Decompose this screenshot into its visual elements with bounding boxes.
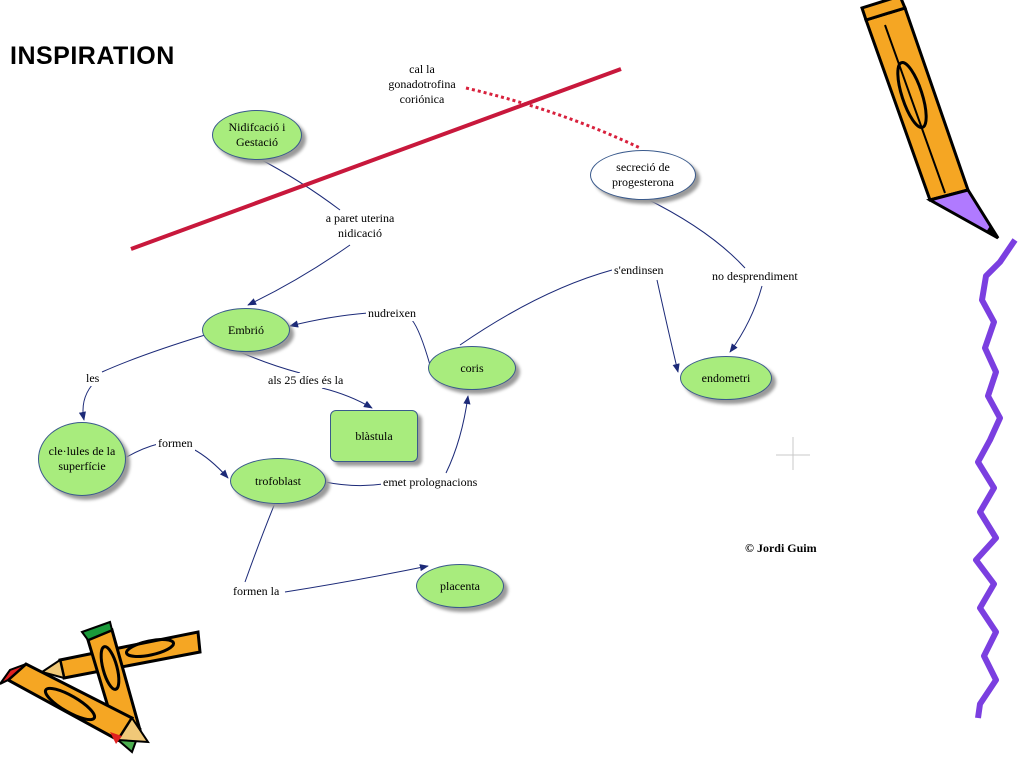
connector-line xyxy=(411,319,431,366)
connector-line xyxy=(459,269,613,346)
node-nidificacio[interactable]: Nidifcació i Gestació xyxy=(212,110,302,160)
node-trofoblast[interactable]: trofoblast xyxy=(230,458,326,504)
connector-line xyxy=(124,443,159,459)
link-label-les: les xyxy=(84,371,102,386)
node-label: Nidifcació i Gestació xyxy=(228,120,286,149)
pencil-clipart-icon xyxy=(860,0,1000,240)
node-embrio[interactable]: Embrió xyxy=(202,308,290,352)
crossed-pencils-clipart-icon xyxy=(0,620,202,754)
node-placenta[interactable]: placenta xyxy=(416,564,504,608)
node-label: placenta xyxy=(440,578,480,593)
node-label: blàstula xyxy=(355,428,393,443)
connector-line xyxy=(656,279,680,373)
node-celules[interactable]: cle·lules de la superfície xyxy=(38,422,126,496)
connector-line xyxy=(192,448,229,479)
copyright-text: © Jordi Guim xyxy=(745,541,817,555)
node-label: cle·lules de la superfície xyxy=(48,444,116,473)
connector-line xyxy=(644,197,746,269)
node-label: coris xyxy=(460,360,484,375)
link-label-sendinsen: s'endinsen xyxy=(612,263,666,278)
crosshair-icon xyxy=(776,437,810,470)
dotted-connector xyxy=(465,86,641,150)
connector-line xyxy=(257,157,341,211)
node-label: endometri xyxy=(701,370,751,385)
connector-line xyxy=(445,395,471,474)
squiggle-border xyxy=(973,238,1018,719)
link-label-als-25: als 25 díes és la xyxy=(266,373,346,388)
link-label-formen: formen xyxy=(156,436,195,451)
link-label-cal-la: cal la gonadotrofina coriónica xyxy=(388,62,456,106)
node-label: trofoblast xyxy=(255,473,301,488)
node-label: secreció de progesterona xyxy=(612,160,674,189)
link-label-nudreixen: nudreixen xyxy=(366,306,418,321)
link-label-emet: emet prolognacions xyxy=(381,475,480,490)
page-title: INSPIRATION xyxy=(10,42,175,70)
connector-line xyxy=(321,387,373,409)
node-endometri[interactable]: endometri xyxy=(680,356,772,400)
node-secrecio[interactable]: secreció de progesterona xyxy=(590,150,696,200)
connector-line xyxy=(247,244,351,306)
link-label-no-desprendiment: no desprendiment xyxy=(710,269,800,284)
strike-line xyxy=(130,67,622,251)
connector-line xyxy=(78,384,93,421)
connector-line xyxy=(239,351,301,374)
connector-line xyxy=(729,285,763,353)
connector-line xyxy=(289,312,369,328)
link-label-formen-la: formen la xyxy=(231,584,282,599)
connector-line xyxy=(324,481,384,487)
connector-line xyxy=(244,502,276,583)
node-blastula[interactable]: blàstula xyxy=(330,410,418,462)
node-label: Embrió xyxy=(228,322,264,337)
connector-line xyxy=(284,564,429,593)
link-label-a-paret: a paret uterina nidicació xyxy=(318,211,402,241)
node-coris[interactable]: coris xyxy=(428,346,516,390)
connector-line xyxy=(101,334,206,373)
